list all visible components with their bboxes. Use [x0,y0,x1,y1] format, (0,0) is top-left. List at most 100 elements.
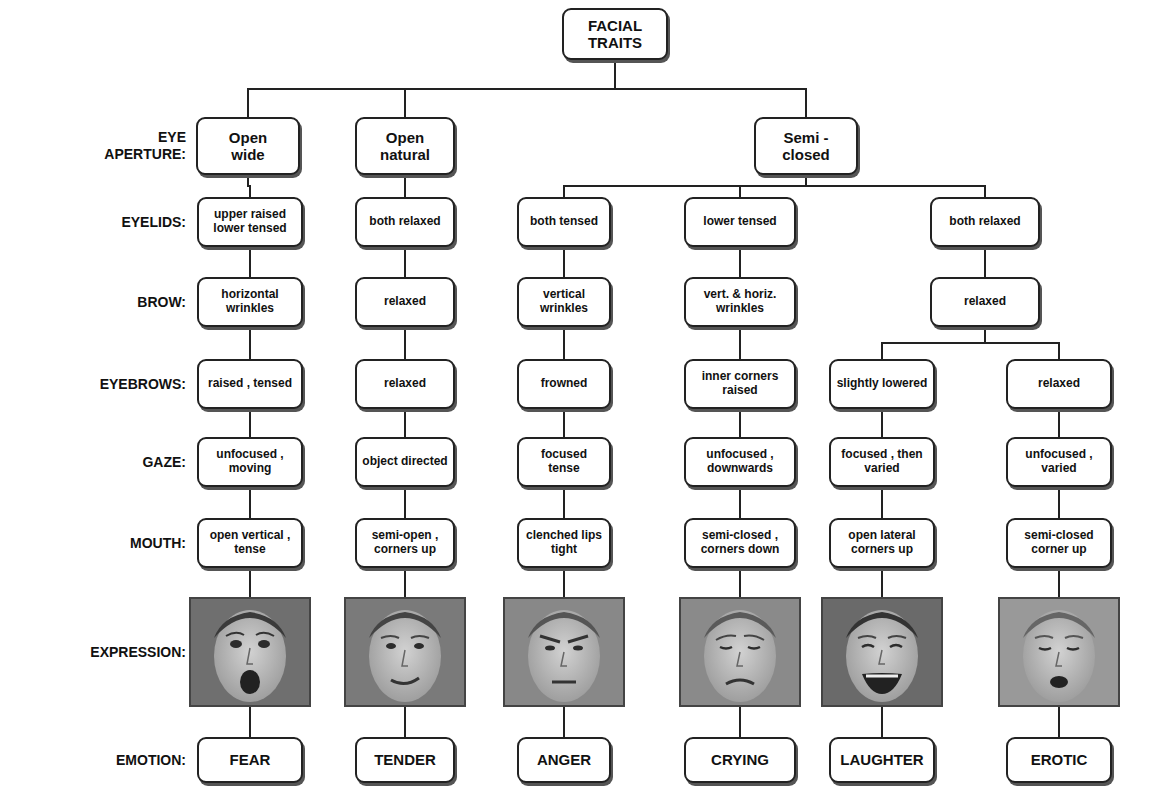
tree-connector [563,409,565,437]
tree-connector [249,327,251,359]
trait-box: object directed [355,437,455,487]
box-text: Open wide [218,129,278,164]
box-text: relaxed [384,295,426,309]
row-label-text: EYE APERTURE: [82,129,186,163]
tree-connector [404,327,406,359]
trait-box: horizontal wrinkles [197,277,303,327]
tree-connector [564,175,806,197]
trait-box: focused tense [517,437,611,487]
trait-box: Semi - closed [754,117,858,175]
row-label: MOUTH: [16,535,186,552]
tree-connector [615,60,806,117]
emotion-box: EROTIC [1006,737,1112,783]
tree-connector [984,247,986,277]
trait-box: open vertical , tense [197,518,303,568]
tree-connector [404,175,406,197]
box-text: EROTIC [1031,751,1088,768]
trait-box: unfocused , downwards [684,437,796,487]
trait-box: unfocused , varied [1006,437,1112,487]
box-text: Semi - closed [774,129,838,164]
box-text: slightly lowered [837,377,928,391]
trait-box: raised , tensed [197,359,303,409]
trait-box: relaxed [1006,359,1112,409]
box-text: LAUGHTER [840,751,923,768]
box-text: ANGER [537,751,591,768]
box-text: vert. & horiz. wrinkles [691,288,789,316]
tree-connector [739,409,741,437]
box-text: TENDER [374,751,436,768]
emotion-box: FEAR [197,737,303,783]
box-text: clenched lips tight [524,529,604,557]
box-text: lower tensed [703,215,776,229]
trait-box: clenched lips tight [517,518,611,568]
box-text: relaxed [964,295,1006,309]
trait-box: Open natural [355,117,455,175]
row-label: BROW: [16,294,186,311]
tree-connector [404,487,406,518]
trait-box: upper raised lower tensed [197,197,303,247]
tree-connector [985,327,1059,359]
row-label-text: EMOTION: [16,752,186,769]
box-text: semi-open , corners up [362,529,448,557]
trait-box: semi-open , corners up [355,518,455,568]
tree-connector [1058,409,1060,437]
face-photo [999,598,1119,706]
tree-connector [563,487,565,518]
box-text: unfocused , downwards [691,448,789,476]
tree-connector [404,409,406,437]
trait-box: both relaxed [355,197,455,247]
tree-connector [405,60,615,117]
box-text: FEAR [230,751,271,768]
trait-box: unfocused , moving [197,437,303,487]
tree-connector [249,487,251,518]
face-photo [504,598,624,706]
box-text: focused tense [524,448,604,476]
box-text: focused , then varied [836,448,928,476]
trait-box: both relaxed [930,197,1040,247]
face-photo [822,598,942,706]
tree-connector [740,175,806,197]
box-text: unfocused , moving [204,448,296,476]
box-text: open vertical , tense [204,529,296,557]
box-text: open lateral corners up [836,529,928,557]
trait-box: frowned [517,359,611,409]
tree-connector [739,487,741,518]
trait-box: semi-closed corner up [1006,518,1112,568]
trait-box: vertical wrinkles [517,277,611,327]
box-text: semi-closed corner up [1013,529,1105,557]
face-photo [345,598,465,706]
box-text: raised , tensed [208,377,292,391]
box-text: both tensed [530,215,598,229]
row-label-text: EXPRESSION: [11,644,186,661]
box-text: relaxed [1038,377,1080,391]
row-label: EYE APERTURE: [82,129,186,163]
trait-box: vert. & horiz. wrinkles [684,277,796,327]
tree-connector [249,247,251,277]
tree-connector [563,247,565,277]
row-label-text: EYELIDS: [16,214,186,231]
tree-connector [404,247,406,277]
emotion-box: LAUGHTER [829,737,935,783]
box-text: upper raised lower tensed [204,208,296,236]
trait-box: open lateral corners up [829,518,935,568]
row-label-text: BROW: [16,294,186,311]
tree-connector [248,175,250,197]
box-text: object directed [362,455,447,469]
row-label: EYELIDS: [16,214,186,231]
face-photo [190,598,310,706]
tree-connector [882,327,985,359]
emotion-box: CRYING [684,737,796,783]
trait-box: relaxed [355,277,455,327]
row-label-text: GAZE: [16,454,186,471]
row-label-text: EYEBROWS: [16,376,186,393]
box-text: relaxed [384,377,426,391]
box-text: CRYING [711,751,769,768]
emotion-box: TENDER [355,737,455,783]
root-box: FACIAL TRAITS [562,8,668,60]
tree-connector [739,327,741,359]
row-label: EYEBROWS: [16,376,186,393]
tree-connector [249,409,251,437]
tree-connector [563,327,565,359]
row-label-text: MOUTH: [16,535,186,552]
